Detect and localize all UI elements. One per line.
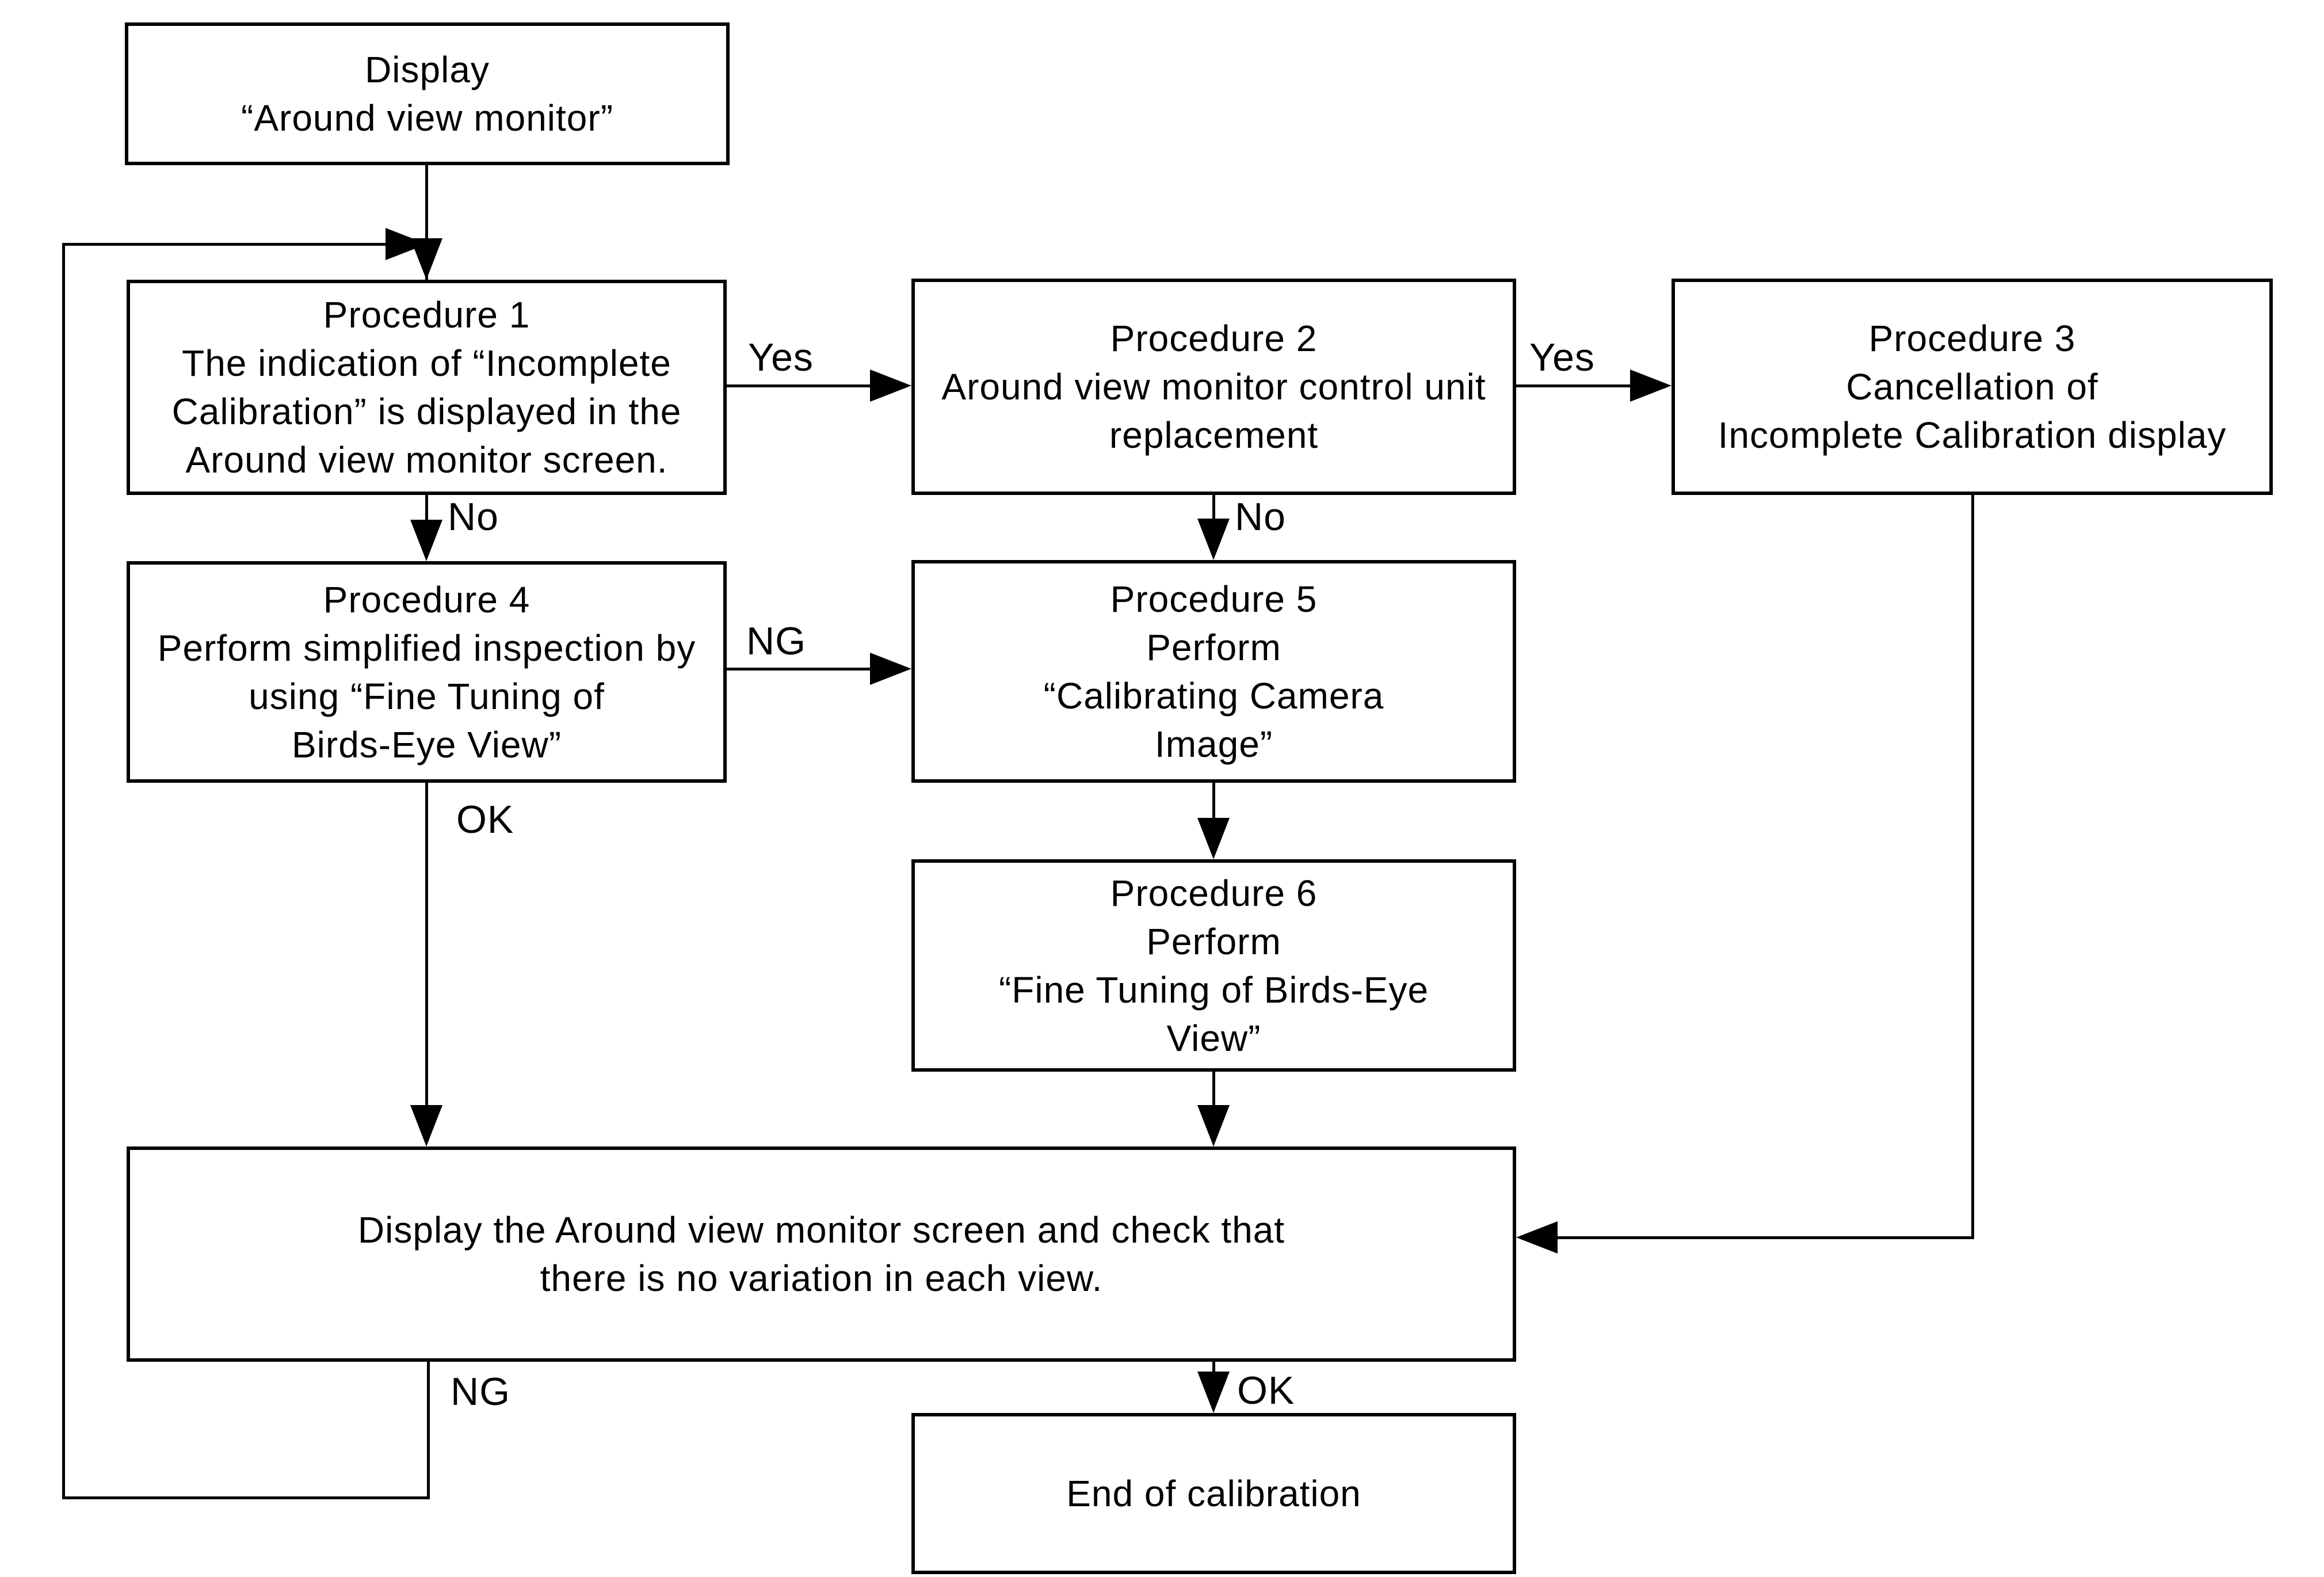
edge-feedback-bottom-line xyxy=(62,1496,430,1499)
edge-label-ng-check-feedback: NG xyxy=(451,1370,510,1414)
node-procedure-1: Procedure 1 The indication of “Incomplet… xyxy=(127,280,727,495)
arrowhead-into-p4 xyxy=(410,520,442,561)
edge-p3-check-line xyxy=(1556,1236,1974,1239)
node-procedure-2-text: Procedure 2 Around view monitor control … xyxy=(941,318,1486,456)
node-procedure-6: Procedure 6 Perform “Fine Tuning of Bird… xyxy=(911,859,1516,1072)
edge-label-no-p1-p4: No xyxy=(448,495,499,539)
edge-check-end-line xyxy=(1212,1362,1215,1373)
node-display-around-view-monitor: Display “Around view monitor” xyxy=(125,22,730,165)
node-check-variation-text: Display the Around view monitor screen a… xyxy=(357,1209,1285,1299)
edge-feedback-top-line xyxy=(62,243,390,246)
edge-display-to-p1-line xyxy=(425,165,428,280)
edge-label-ok-check-end: OK xyxy=(1237,1369,1295,1412)
arrowhead-feedback-junction xyxy=(386,228,427,260)
edge-p2-p5-line xyxy=(1212,495,1215,521)
node-procedure-5-text: Procedure 5 Perform “Calibrating Camera … xyxy=(1043,578,1384,765)
edge-p4-check-line xyxy=(425,783,428,1106)
edge-p1-p4-line xyxy=(425,495,428,521)
node-procedure-4: Procedure 4 Perform simplified inspectio… xyxy=(127,561,727,783)
node-display-text: Display “Around view monitor” xyxy=(241,49,613,139)
arrowhead-into-p2 xyxy=(870,370,911,402)
node-procedure-3: Procedure 3 Cancellation of Incomplete C… xyxy=(1672,279,2273,495)
edge-p3-down-line xyxy=(1971,495,1974,1239)
edge-feedback-ng-down-line xyxy=(427,1362,430,1499)
edge-p1-p2-line xyxy=(727,384,871,387)
node-procedure-5: Procedure 5 Perform “Calibrating Camera … xyxy=(911,560,1516,783)
node-check-variation: Display the Around view monitor screen a… xyxy=(127,1146,1516,1362)
node-procedure-2: Procedure 2 Around view monitor control … xyxy=(911,279,1516,495)
edge-label-yes-p2-p3: Yes xyxy=(1529,336,1595,379)
edge-p4-p5-line xyxy=(727,668,871,671)
arrowhead-into-p5-left xyxy=(870,653,911,685)
arrowhead-into-p3 xyxy=(1630,370,1672,402)
edge-label-yes-p1-p2: Yes xyxy=(748,336,814,379)
arrowhead-into-end xyxy=(1197,1372,1230,1413)
arrowhead-into-p6 xyxy=(1197,818,1230,859)
node-procedure-4-text: Procedure 4 Perform simplified inspectio… xyxy=(157,578,696,765)
node-end-of-calibration: End of calibration xyxy=(911,1413,1516,1574)
edge-label-no-p2-p5: No xyxy=(1235,495,1286,539)
edge-label-ok-p4-check: OK xyxy=(456,798,514,841)
arrowhead-into-check-right xyxy=(1516,1221,1558,1254)
edge-p5-p6-line xyxy=(1212,783,1215,819)
edge-label-ng-p4-p5: NG xyxy=(746,619,806,663)
arrowhead-into-check-center xyxy=(1197,1105,1230,1146)
edge-feedback-left-line xyxy=(62,243,65,1499)
edge-p6-check-line xyxy=(1212,1072,1215,1106)
node-procedure-3-text: Procedure 3 Cancellation of Incomplete C… xyxy=(1718,318,2227,456)
arrowhead-into-check-left xyxy=(410,1105,442,1146)
node-end-of-calibration-text: End of calibration xyxy=(1066,1473,1361,1514)
node-procedure-1-text: Procedure 1 The indication of “Incomplet… xyxy=(171,294,682,481)
arrowhead-into-p5-top xyxy=(1197,519,1230,560)
edge-p2-p3-line xyxy=(1516,384,1631,387)
node-procedure-6-text: Procedure 6 Perform “Fine Tuning of Bird… xyxy=(998,872,1429,1059)
